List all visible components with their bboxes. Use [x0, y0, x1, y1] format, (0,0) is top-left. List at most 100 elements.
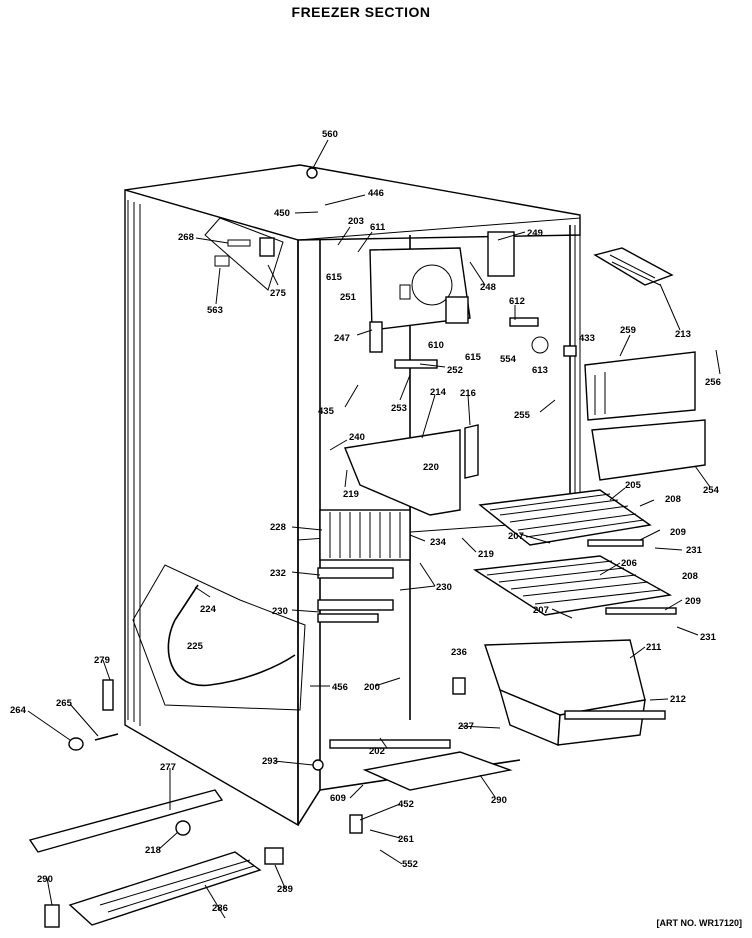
part-label-232: 232: [270, 568, 286, 579]
part-label-203: 203: [348, 216, 364, 227]
part-label-200: 200: [364, 682, 380, 693]
part-265-pin: [94, 733, 119, 741]
art-number: [ART NO. WR17120]: [656, 918, 742, 928]
part-label-214: 214: [430, 387, 447, 398]
part-label-290: 290: [491, 795, 507, 806]
part-label-554: 554: [500, 354, 517, 365]
part-label-207b: 207: [533, 605, 549, 616]
part-label-560: 560: [322, 129, 338, 140]
part-label-225: 225: [187, 641, 204, 652]
part-label-435: 435: [318, 406, 335, 417]
diagram-title: FREEZER SECTION: [291, 4, 431, 20]
part-label-208b: 208: [682, 571, 698, 582]
part-label-206: 206: [621, 558, 637, 569]
baffle-plate: [344, 424, 479, 516]
part-label-231b: 231: [700, 632, 717, 643]
part-label-224: 224: [200, 604, 217, 615]
part-label-615: 615: [326, 272, 343, 283]
bottom-tray: [329, 739, 513, 791]
toe-grille-bar: [28, 789, 224, 853]
part-label-211: 211: [646, 642, 662, 653]
part-label-610: 610: [428, 340, 444, 351]
part-label-212: 212: [670, 694, 686, 705]
part-label-230b: 230: [272, 606, 288, 617]
part-label-256: 256: [705, 377, 721, 388]
part-label-202: 202: [369, 746, 385, 757]
part-label-615b: 615: [465, 352, 482, 363]
part-label-236: 236: [451, 647, 467, 658]
part-label-228: 228: [270, 522, 286, 533]
part-label-286: 286: [212, 903, 228, 914]
part-label-209: 209: [670, 527, 686, 538]
part-label-259: 259: [620, 325, 636, 336]
part-label-209b: 209: [685, 596, 701, 607]
part-label-230: 230: [436, 582, 452, 593]
evaporator-cover: [369, 231, 577, 369]
part-label-446: 446: [368, 188, 384, 199]
part-289-bracket: [264, 847, 284, 865]
part-293-screw: [312, 759, 324, 771]
part-label-563: 563: [207, 305, 223, 316]
part-label-279: 279: [94, 655, 110, 666]
part-label-251: 251: [340, 292, 357, 303]
part-label-277: 277: [160, 762, 176, 773]
part-label-220: 220: [423, 462, 439, 473]
part-label-219: 219: [343, 489, 359, 500]
part-452-bracket: [349, 814, 363, 834]
part-label-293: 293: [262, 756, 278, 767]
part-label-456: 456: [332, 682, 348, 693]
freezer-basket: [484, 639, 666, 747]
wire-shelf-lower: [472, 555, 677, 616]
part-label-433: 433: [579, 333, 595, 344]
part-label-613: 613: [532, 365, 548, 376]
part-label-290b: 290: [37, 874, 53, 885]
part-label-240: 240: [349, 432, 365, 443]
part-label-237: 237: [458, 721, 474, 732]
part-label-218: 218: [145, 845, 161, 856]
evaporator-coil: [319, 509, 411, 561]
part-label-552: 552: [402, 859, 418, 870]
part-label-452: 452: [398, 799, 414, 810]
part-label-261: 261: [398, 834, 415, 845]
heater-rails: [317, 567, 394, 623]
part-label-289: 289: [277, 884, 293, 895]
front-panel: [591, 419, 706, 481]
part-label-252: 252: [447, 365, 463, 376]
part-290-clip: [44, 904, 60, 928]
part-label-216: 216: [460, 388, 476, 399]
part-label-450: 450: [274, 208, 290, 219]
part-label-249: 249: [527, 228, 543, 239]
part-label-207: 207: [508, 531, 524, 542]
toe-grille: [68, 851, 262, 926]
part-label-253: 253: [391, 403, 407, 414]
wire-shelf-upper: [478, 489, 652, 547]
part-label-609: 609: [330, 793, 346, 804]
drain-tube-inset: [132, 564, 306, 711]
part-label-219b: 219: [478, 549, 494, 560]
shelf-grille: [584, 351, 696, 421]
part-labels: 560 446 450 203 611 268 249 615 251 275 …: [10, 129, 721, 914]
part-560-screw: [306, 167, 318, 179]
part-label-205: 205: [625, 480, 642, 491]
part-label-611: 611: [370, 222, 386, 233]
leader-lines: [27, 139, 721, 919]
part-label-231: 231: [686, 545, 703, 556]
part-264-roller: [68, 737, 84, 751]
ice-tray: [593, 247, 674, 286]
part-label-234: 234: [430, 537, 447, 548]
part-236-clip: [452, 677, 466, 695]
part-218-cam: [175, 820, 191, 836]
part-label-268: 268: [178, 232, 194, 243]
part-label-208: 208: [665, 494, 681, 505]
part-279-bracket: [102, 679, 114, 711]
part-label-275: 275: [270, 288, 287, 299]
part-label-254: 254: [703, 485, 720, 496]
part-label-612: 612: [509, 296, 525, 307]
cabinet-body: [124, 164, 581, 827]
part-label-247: 247: [334, 333, 350, 344]
part-label-264: 264: [10, 705, 27, 716]
part-label-248: 248: [480, 282, 496, 293]
part-label-265: 265: [56, 698, 73, 709]
part-label-213: 213: [675, 329, 691, 340]
